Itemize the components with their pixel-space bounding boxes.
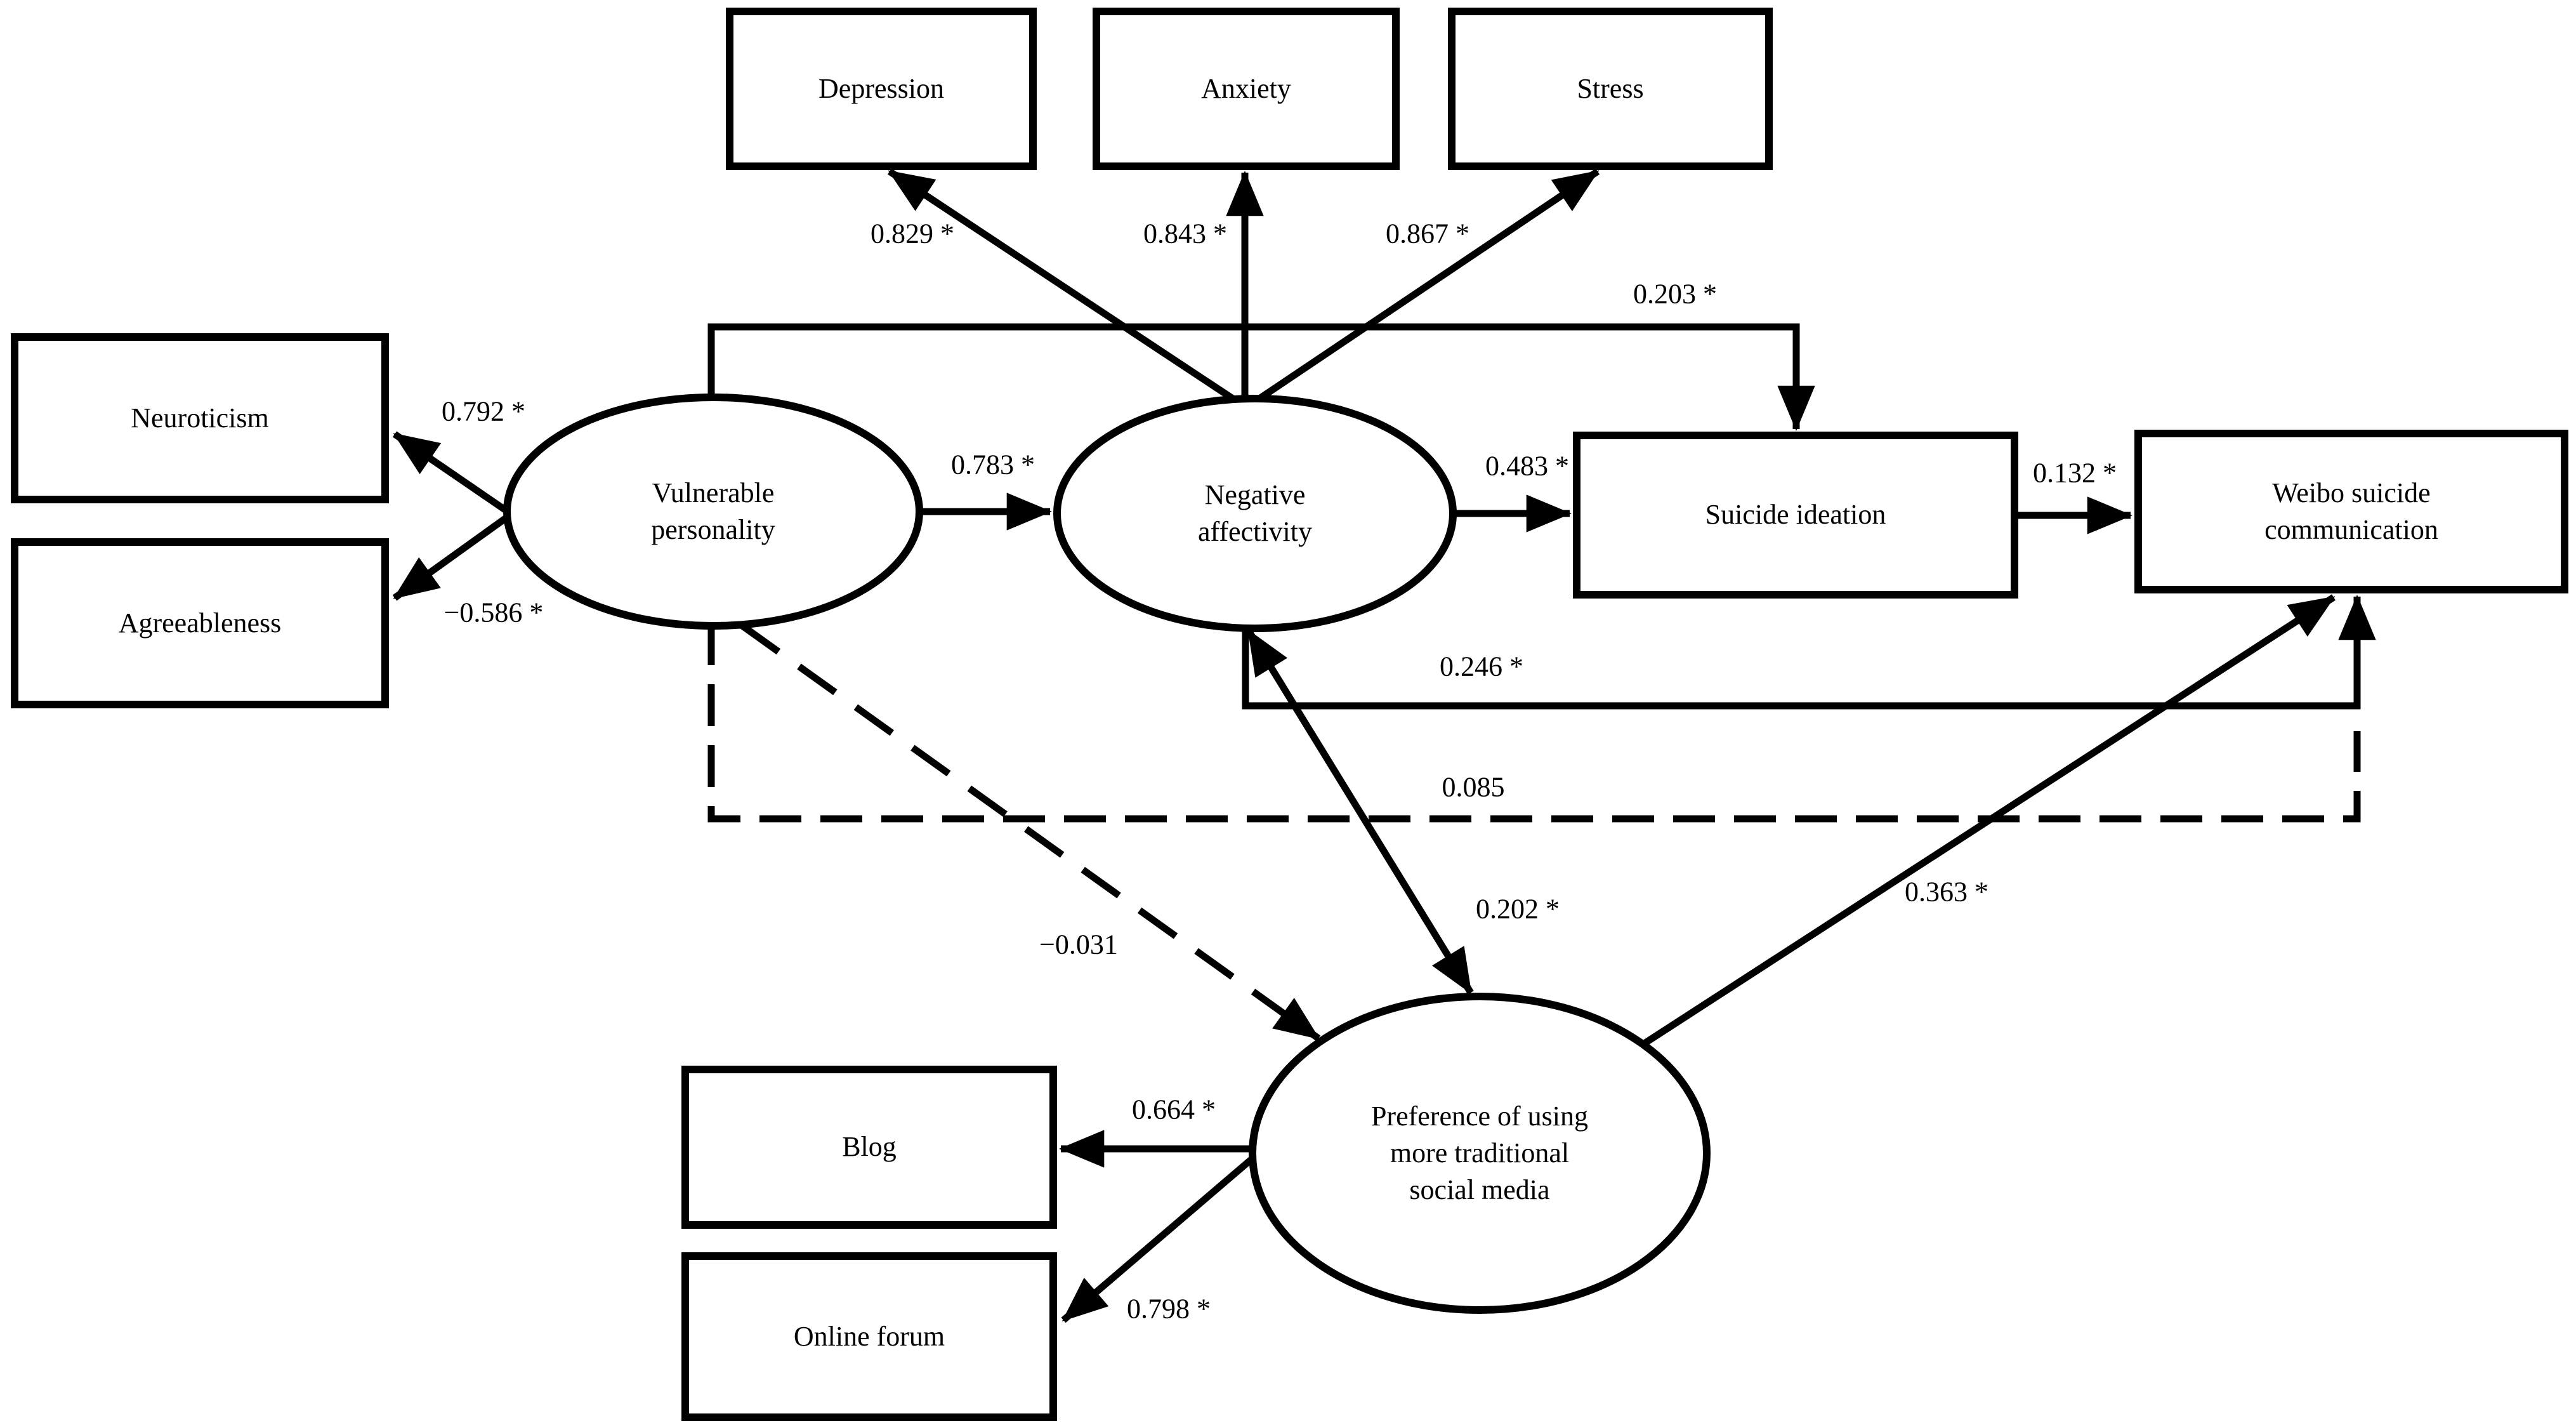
node-weibo-suicide-communication-label: Weibo suicide communication bbox=[2264, 477, 2438, 545]
node-online-forum-box bbox=[681, 1252, 1057, 1421]
path-vp-preference-dashed bbox=[740, 623, 1321, 1042]
coefficient-preference-wsc: 0.363 * bbox=[1905, 876, 1988, 908]
node-vulnerable-personality-label: Vulnerable personality bbox=[651, 477, 775, 545]
node-weibo-suicide-communication-box bbox=[2134, 430, 2568, 593]
coefficient-preference-online-forum: 0.798 * bbox=[1127, 1293, 1211, 1325]
path-preference-wsc bbox=[1641, 594, 2336, 1047]
node-stress-label: Stress bbox=[1577, 72, 1644, 104]
node-anxiety-box bbox=[1093, 8, 1400, 170]
node-neuroticism-label: Neuroticism bbox=[131, 402, 269, 434]
node-negative-affectivity-ellipse bbox=[1053, 395, 1457, 632]
node-depression-label: Depression bbox=[818, 72, 944, 104]
coefficient-vp-agreeableness: −0.586 * bbox=[444, 597, 544, 628]
path-vp-agreeableness bbox=[392, 511, 514, 601]
node-online-forum-label: Online forum bbox=[793, 1320, 945, 1352]
path-vp-wsc-dashed bbox=[707, 623, 2361, 823]
coefficient-na-wsc: 0.246 * bbox=[1440, 651, 1523, 682]
node-preference-label: Preference of using more traditional soc… bbox=[1370, 1100, 1589, 1206]
node-preference-ellipse bbox=[1249, 993, 1711, 1314]
path-vp-neuroticism bbox=[392, 431, 514, 517]
node-blog-box bbox=[681, 1066, 1057, 1229]
path-na-stress bbox=[1251, 168, 1600, 406]
coefficient-vp-wsc: 0.085 bbox=[1442, 771, 1505, 803]
node-suicide-ideation-label: Suicide ideation bbox=[1705, 499, 1886, 531]
node-stress-box bbox=[1448, 8, 1773, 170]
coefficient-na-suicide-ideation: 0.483 * bbox=[1485, 450, 1569, 482]
coefficient-na-preference: 0.202 * bbox=[1476, 893, 1560, 925]
node-anxiety-label: Anxiety bbox=[1201, 72, 1291, 104]
path-na-depression bbox=[887, 168, 1241, 406]
node-vulnerable-personality-ellipse bbox=[503, 394, 923, 630]
node-agreeableness-box bbox=[11, 538, 389, 708]
node-suicide-ideation-box bbox=[1573, 432, 2018, 599]
path-na-preference-double-arrow bbox=[1245, 629, 1474, 995]
node-neuroticism-box bbox=[11, 333, 389, 503]
path-vp-suicide-ideation bbox=[707, 323, 1815, 431]
coefficient-suicide-ideation-wsc: 0.132 * bbox=[2033, 457, 2117, 489]
coefficient-preference-blog: 0.664 * bbox=[1132, 1094, 1216, 1125]
node-blog-label: Blog bbox=[842, 1131, 897, 1163]
coefficient-na-anxiety: 0.843 * bbox=[1143, 218, 1227, 249]
coefficient-vp-preference: −0.031 bbox=[1039, 929, 1118, 960]
path-na-wsc bbox=[1242, 595, 2376, 710]
coefficient-na-stress: 0.867 * bbox=[1386, 218, 1469, 249]
path-preference-online-forum bbox=[1061, 1152, 1259, 1323]
coefficient-vp-suicide-ideation: 0.203 * bbox=[1633, 278, 1717, 310]
node-agreeableness-label: Agreeableness bbox=[118, 607, 282, 639]
node-negative-affectivity-label: Negative affectivity bbox=[1198, 479, 1312, 547]
coefficient-vp-na: 0.783 * bbox=[951, 449, 1035, 480]
coefficient-na-depression: 0.829 * bbox=[871, 218, 954, 249]
coefficient-vp-neuroticism: 0.792 * bbox=[442, 395, 525, 427]
node-depression-box bbox=[726, 8, 1037, 170]
